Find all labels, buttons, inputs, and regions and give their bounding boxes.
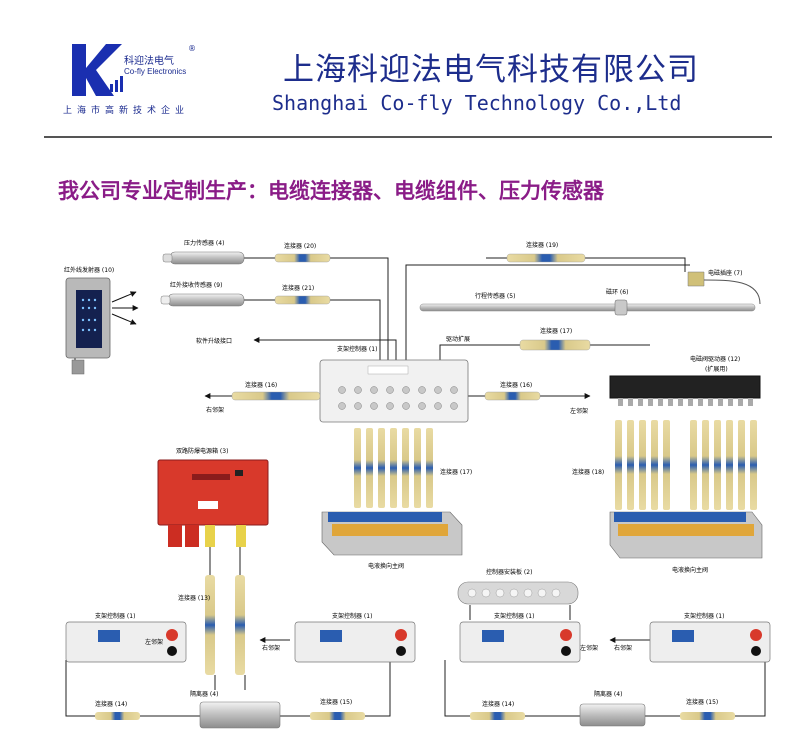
right-neighbor-2-label: 右邻架: [614, 644, 632, 652]
right-neighbor-1-label: 右邻架: [262, 644, 280, 652]
main-valve-right: [609, 511, 763, 559]
logo-english-name: Co-fly Electronics: [124, 67, 187, 76]
connector-17-bottom-label: 连接器 (17): [440, 468, 472, 476]
connector-14b-label: 连接器 (14): [482, 700, 514, 708]
stroke-sensor-label: 行程传感器 (5): [475, 292, 515, 300]
pressure-sensor: [162, 251, 245, 265]
connector-13-cable-a: [205, 575, 215, 675]
header-divider: [44, 136, 772, 138]
connector-19-label: 连接器 (19): [526, 241, 558, 249]
main-valve-right-label: 电液换向主阀: [672, 566, 708, 574]
dual-power-box: [157, 459, 269, 547]
main-valve-left: [321, 511, 463, 556]
connector-15a-label: 连接器 (15): [320, 698, 352, 706]
controller-mount-label: 控制器安装板 (2): [486, 568, 532, 576]
connector-15a-cable: [310, 712, 365, 720]
main-support-controller: [319, 359, 469, 423]
connector-14a-cable: [95, 712, 140, 720]
connector-15b-cable: [680, 712, 735, 720]
connector-18-bundle: [615, 420, 757, 510]
connector-20-cable: [274, 253, 331, 263]
product-headline: 我公司专业定制生产：电缆连接器、电缆组件、压力传感器: [58, 179, 604, 203]
support-controller-label: 支架控制器 (1): [337, 345, 377, 353]
software-port-label: 软件升级接口: [196, 337, 232, 345]
company-logo-icon: [72, 44, 123, 96]
company-name-english: Shanghai Co-fly Technology Co.,Ltd: [272, 91, 682, 115]
connector-17-bundle: [354, 428, 433, 508]
isolator-b: [579, 703, 646, 727]
connector-16-right-cable: [484, 391, 541, 401]
solenoid-driver: [609, 375, 761, 406]
valve-plug-label: 电磁插座 (7): [708, 269, 742, 277]
infrared-receiver: [160, 293, 245, 307]
connector-14a-label: 连接器 (14): [95, 700, 127, 708]
pressure-sensor-label: 压力传感器 (4): [184, 239, 224, 247]
right-neighbor-top-label: 右邻架: [206, 406, 224, 414]
system-diagram: 压力传感器 (4) 连接器 (20) 连接器 (19) 红外线发射器 (10) …: [64, 239, 771, 729]
connector-18-label: 连接器 (18): [572, 468, 604, 476]
infrared-rays: [111, 291, 139, 325]
support-controller-4: [649, 621, 771, 663]
drive-extension-label: 驱动扩展: [446, 335, 470, 343]
support-controller-3-label: 支架控制器 (1): [494, 612, 534, 620]
page-header: 科迎法电气 ® Co-fly Electronics 上海市高新技术企业 上海科…: [0, 0, 803, 140]
registered-mark: ®: [188, 44, 196, 53]
main-valve-left-label: 电液换向主阀: [368, 562, 404, 570]
left-neighbor-1-label: 左邻架: [145, 638, 163, 646]
support-controller-1-label: 支架控制器 (1): [95, 612, 135, 620]
connector-20-label: 连接器 (20): [284, 242, 316, 250]
connector-14b-cable: [470, 712, 525, 720]
connector-21-cable: [274, 295, 331, 305]
infrared-receiver-label: 红外接收传感器 (9): [170, 281, 222, 289]
extension-use-label: (扩展用): [705, 365, 728, 373]
support-controller-3: [459, 621, 581, 663]
logo-subtitle: 上海市高新技术企业: [63, 106, 190, 116]
isolator-a-label: 隔离器 (4): [190, 690, 218, 698]
company-name-chinese: 上海科迎法电气科技有限公司: [283, 52, 699, 88]
logo-chinese-name: 科迎法电气: [124, 56, 174, 67]
wiring: [65, 257, 766, 717]
connector-13-label: 连接器 (13): [178, 594, 210, 602]
connector-13-cable-b: [235, 575, 245, 675]
support-controller-2: [294, 621, 416, 663]
infrared-emitter: [65, 277, 111, 375]
magnetic-ring-label: 磁环 (6): [606, 288, 628, 296]
stroke-sensor: [419, 271, 761, 316]
connector-16-left-label: 连接器 (16): [245, 381, 277, 389]
connector-21-label: 连接器 (21): [282, 284, 314, 292]
isolator-b-label: 隔离器 (4): [594, 690, 622, 698]
left-neighbor-top-label: 左邻架: [570, 407, 588, 415]
support-controller-2-label: 支架控制器 (1): [332, 612, 372, 620]
connector-17-top-cable: [519, 339, 591, 351]
connector-17-top-label: 连接器 (17): [540, 327, 572, 335]
solenoid-driver-label: 电磁阀驱动器 (12): [690, 355, 740, 363]
support-controller-4-label: 支架控制器 (1): [684, 612, 724, 620]
connector-19-cable: [506, 253, 586, 263]
isolator-a: [199, 701, 281, 729]
left-neighbor-2-label: 左邻架: [580, 644, 598, 652]
controller-mount-plate: [457, 581, 579, 605]
power-box-label: 双路防爆电源箱 (3): [176, 447, 228, 455]
connector-15b-label: 连接器 (15): [686, 698, 718, 706]
connector-16-left-cable: [231, 391, 321, 401]
infrared-emitter-label: 红外线发射器 (10): [64, 266, 114, 274]
support-controller-1: [65, 621, 187, 663]
connector-16-right-label: 连接器 (16): [500, 381, 532, 389]
